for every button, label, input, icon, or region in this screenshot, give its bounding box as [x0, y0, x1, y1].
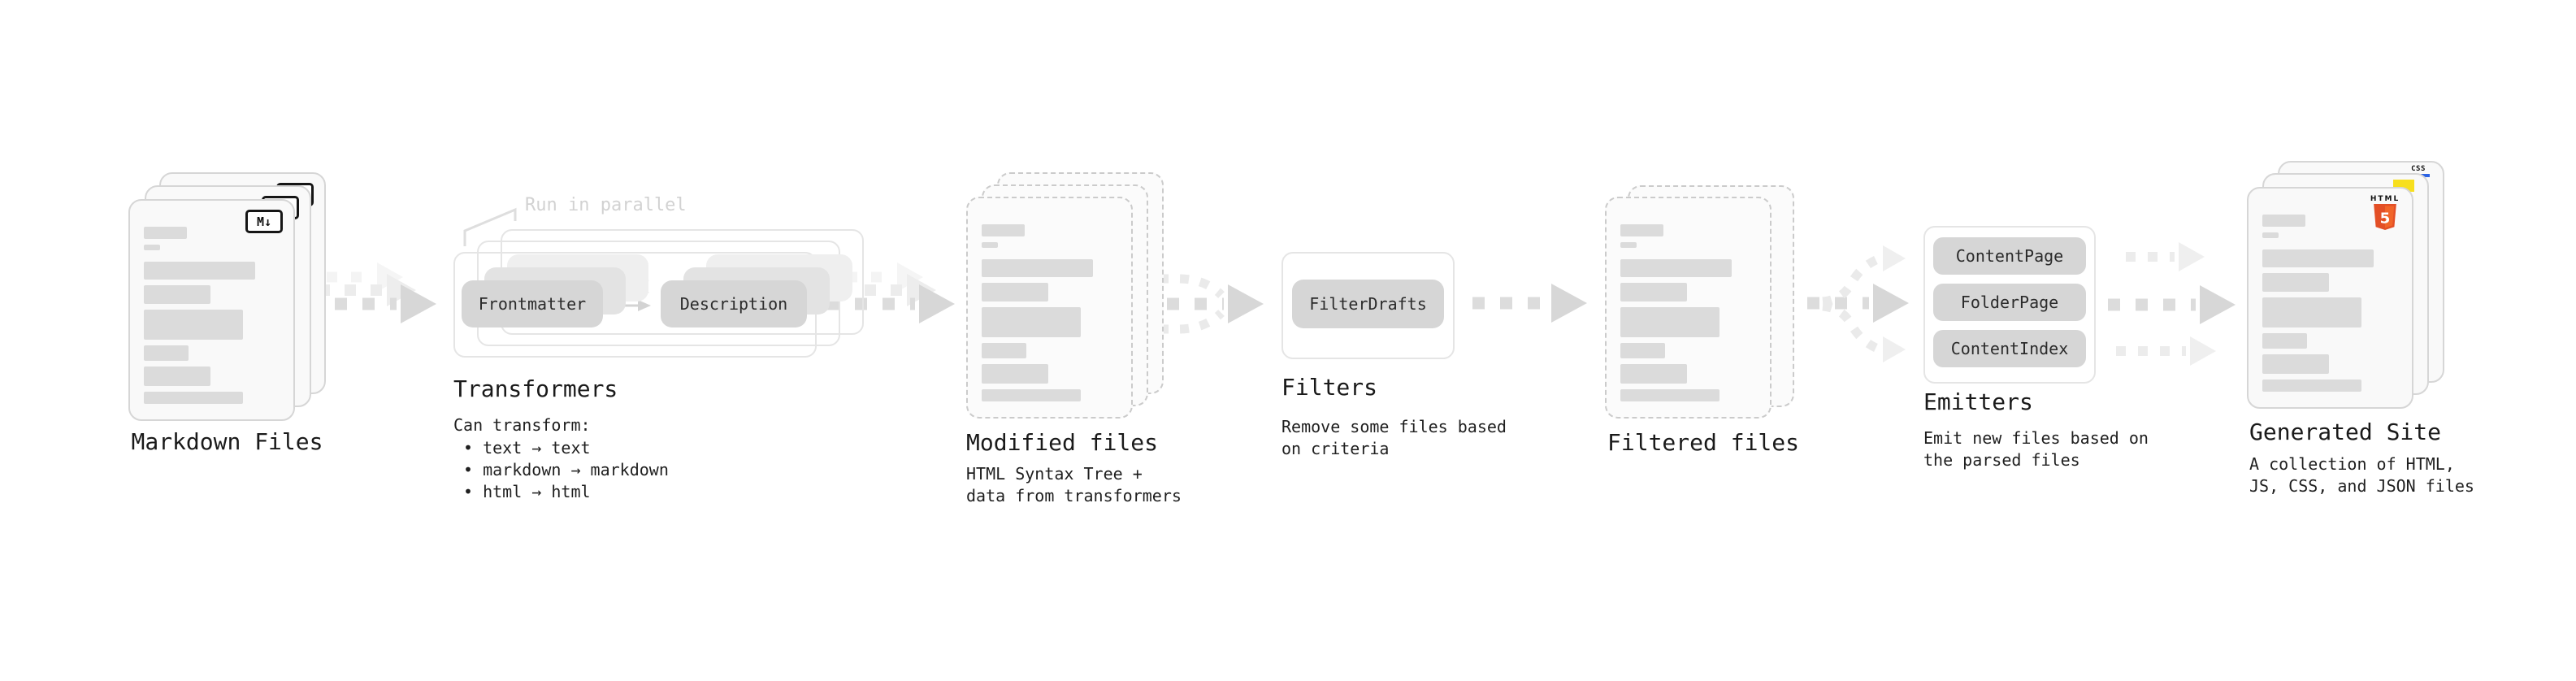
stage-label-filtered-files: Filtered files — [1607, 429, 1800, 456]
arrow-modified-to-filters — [1139, 274, 1264, 334]
stage-label-emitters: Emitters — [1923, 388, 2033, 415]
svg-text:5: 5 — [2380, 210, 2391, 227]
stage-label-transformers: Transformers — [453, 375, 618, 402]
skeleton-bar — [1620, 242, 1637, 248]
skeleton-bar — [982, 389, 1081, 401]
generated-site-note: A collection of HTML, JS, CSS, and JSON … — [2249, 454, 2474, 496]
skeleton-bar — [982, 242, 999, 248]
bullet-markdown-to-markdown: • markdown → markdown — [463, 460, 669, 479]
skeleton-bar — [982, 364, 1048, 384]
arrow-filtered-to-emitters — [1780, 245, 1909, 362]
skeleton-bar — [1620, 307, 1720, 337]
document-skeleton — [982, 224, 1117, 401]
skeleton-bar — [2262, 215, 2306, 227]
skeleton-bar — [1620, 364, 1687, 384]
skeleton-bar — [982, 307, 1081, 337]
skeleton-bar — [1620, 389, 1720, 401]
pill-contentindex: ContentIndex — [1933, 330, 2086, 367]
run-in-parallel-annotation: Run in parallel — [525, 195, 687, 215]
stage-label-generated-site: Generated Site — [2249, 419, 2442, 445]
skeleton-bar — [1620, 224, 1664, 236]
skeleton-bar — [2262, 297, 2361, 327]
skeleton-bar — [2262, 333, 2308, 349]
skeleton-bar — [982, 259, 1093, 277]
emitters-note: Emit new files based on the parsed files — [1923, 428, 2149, 470]
skeleton-bar — [982, 343, 1027, 358]
transformers-note-title: Can transform: — [453, 415, 591, 435]
skeleton-bar — [2262, 380, 2361, 392]
skeleton-bar — [982, 224, 1026, 236]
skeleton-bar — [2262, 354, 2329, 374]
pill-filterdrafts: FilterDrafts — [1292, 280, 1444, 328]
filters-note: Remove some files based on criteria — [1281, 417, 1507, 458]
pill-folderpage: FolderPage — [1933, 284, 2086, 321]
document-skeleton — [1620, 224, 1756, 401]
skeleton-bar — [1620, 259, 1732, 277]
pill-description: Description — [661, 280, 807, 327]
skeleton-bar — [144, 392, 243, 404]
html5-icon: HTML 5 — [2368, 195, 2402, 230]
skeleton-bar — [2262, 232, 2279, 238]
skeleton-bar — [144, 345, 189, 361]
skeleton-bar — [144, 227, 188, 239]
arrow-emitters-to-site — [2108, 242, 2236, 366]
file-card — [1605, 197, 1772, 419]
transformers-bullet-list: • text → text • markdown → markdown • ht… — [463, 437, 669, 503]
skeleton-bar — [144, 310, 243, 340]
skeleton-bar — [144, 245, 161, 250]
emitters-box — [1923, 226, 2096, 384]
stage-label-filters: Filters — [1281, 374, 1378, 401]
file-card: M↓ — [128, 199, 295, 421]
pill-contentpage: ContentPage — [1933, 237, 2086, 275]
file-card: HTML 5 — [2247, 187, 2413, 409]
skeleton-bar — [144, 262, 255, 280]
skeleton-bar — [2262, 273, 2329, 292]
skeleton-bar — [144, 367, 210, 386]
markdown-icon: M↓ — [245, 210, 283, 233]
bullet-text-to-text: • text → text — [463, 438, 591, 458]
document-skeleton — [144, 227, 280, 404]
stage-label-markdown-files: Markdown Files — [131, 428, 323, 455]
skeleton-bar — [2262, 249, 2374, 267]
arrow-markdown-to-transformers — [307, 262, 436, 323]
filters-box — [1281, 252, 1455, 359]
bullet-html-to-html: • html → html — [463, 482, 591, 501]
pill-frontmatter: Frontmatter — [462, 280, 603, 327]
skeleton-bar — [982, 283, 1048, 301]
document-skeleton — [2262, 215, 2398, 392]
skeleton-bar — [144, 285, 210, 304]
run-in-parallel-leader-line — [463, 207, 517, 246]
skeleton-bar — [1620, 283, 1687, 301]
stage-label-modified-files: Modified files — [966, 429, 1159, 456]
file-card — [966, 197, 1133, 419]
modified-files-note: HTML Syntax Tree + data from transformer… — [966, 464, 1182, 505]
arrow-filters-to-filtered — [1472, 284, 1587, 323]
skeleton-bar — [1620, 343, 1666, 358]
